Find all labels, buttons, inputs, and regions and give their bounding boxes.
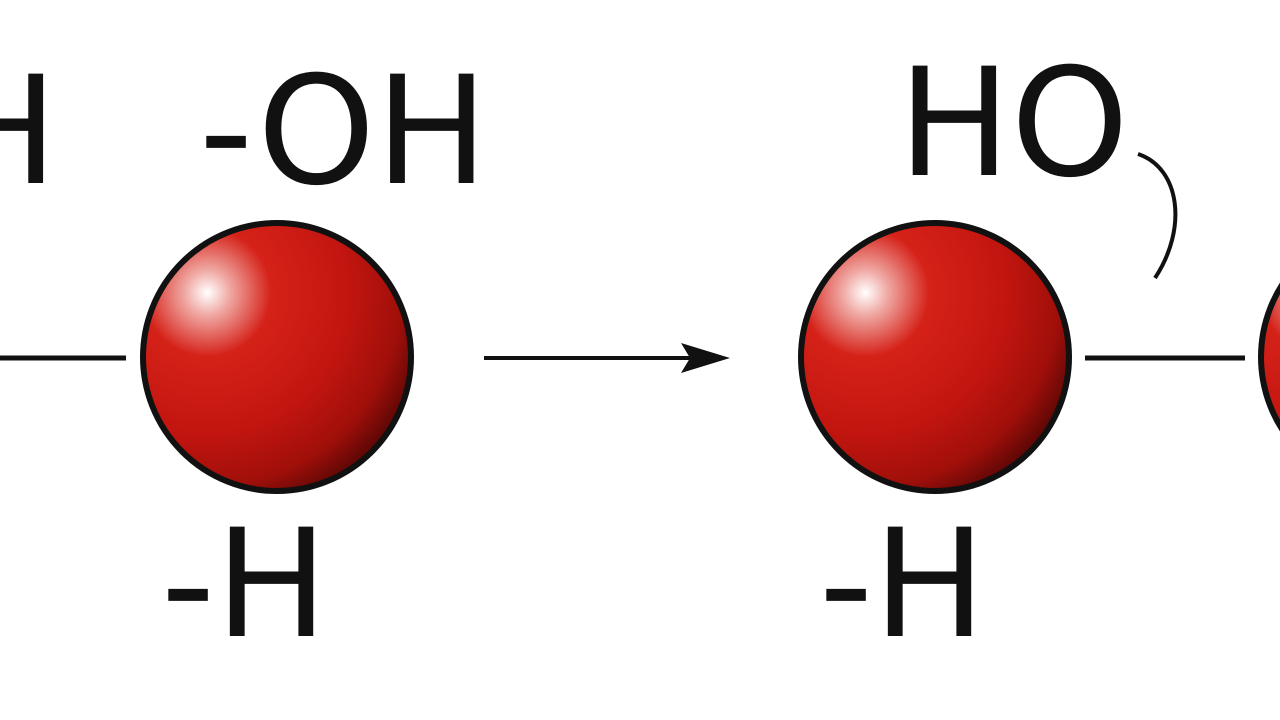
right-bottom-h-label: -H [819, 498, 986, 672]
ho-curved-bond-line [1137, 152, 1178, 280]
reaction-arrowhead-icon [681, 343, 730, 373]
right-atom-sphere [798, 220, 1072, 494]
right-partial-atom-sphere [1258, 282, 1280, 432]
left-top-oh-label: -OH [199, 45, 488, 219]
left-bottom-h-label: -H [161, 498, 328, 672]
left-atom-sphere [140, 220, 414, 494]
reaction-arrow [484, 343, 730, 373]
left-partial-h-label: H [0, 45, 58, 219]
right-top-ho-label: HO [898, 37, 1129, 211]
